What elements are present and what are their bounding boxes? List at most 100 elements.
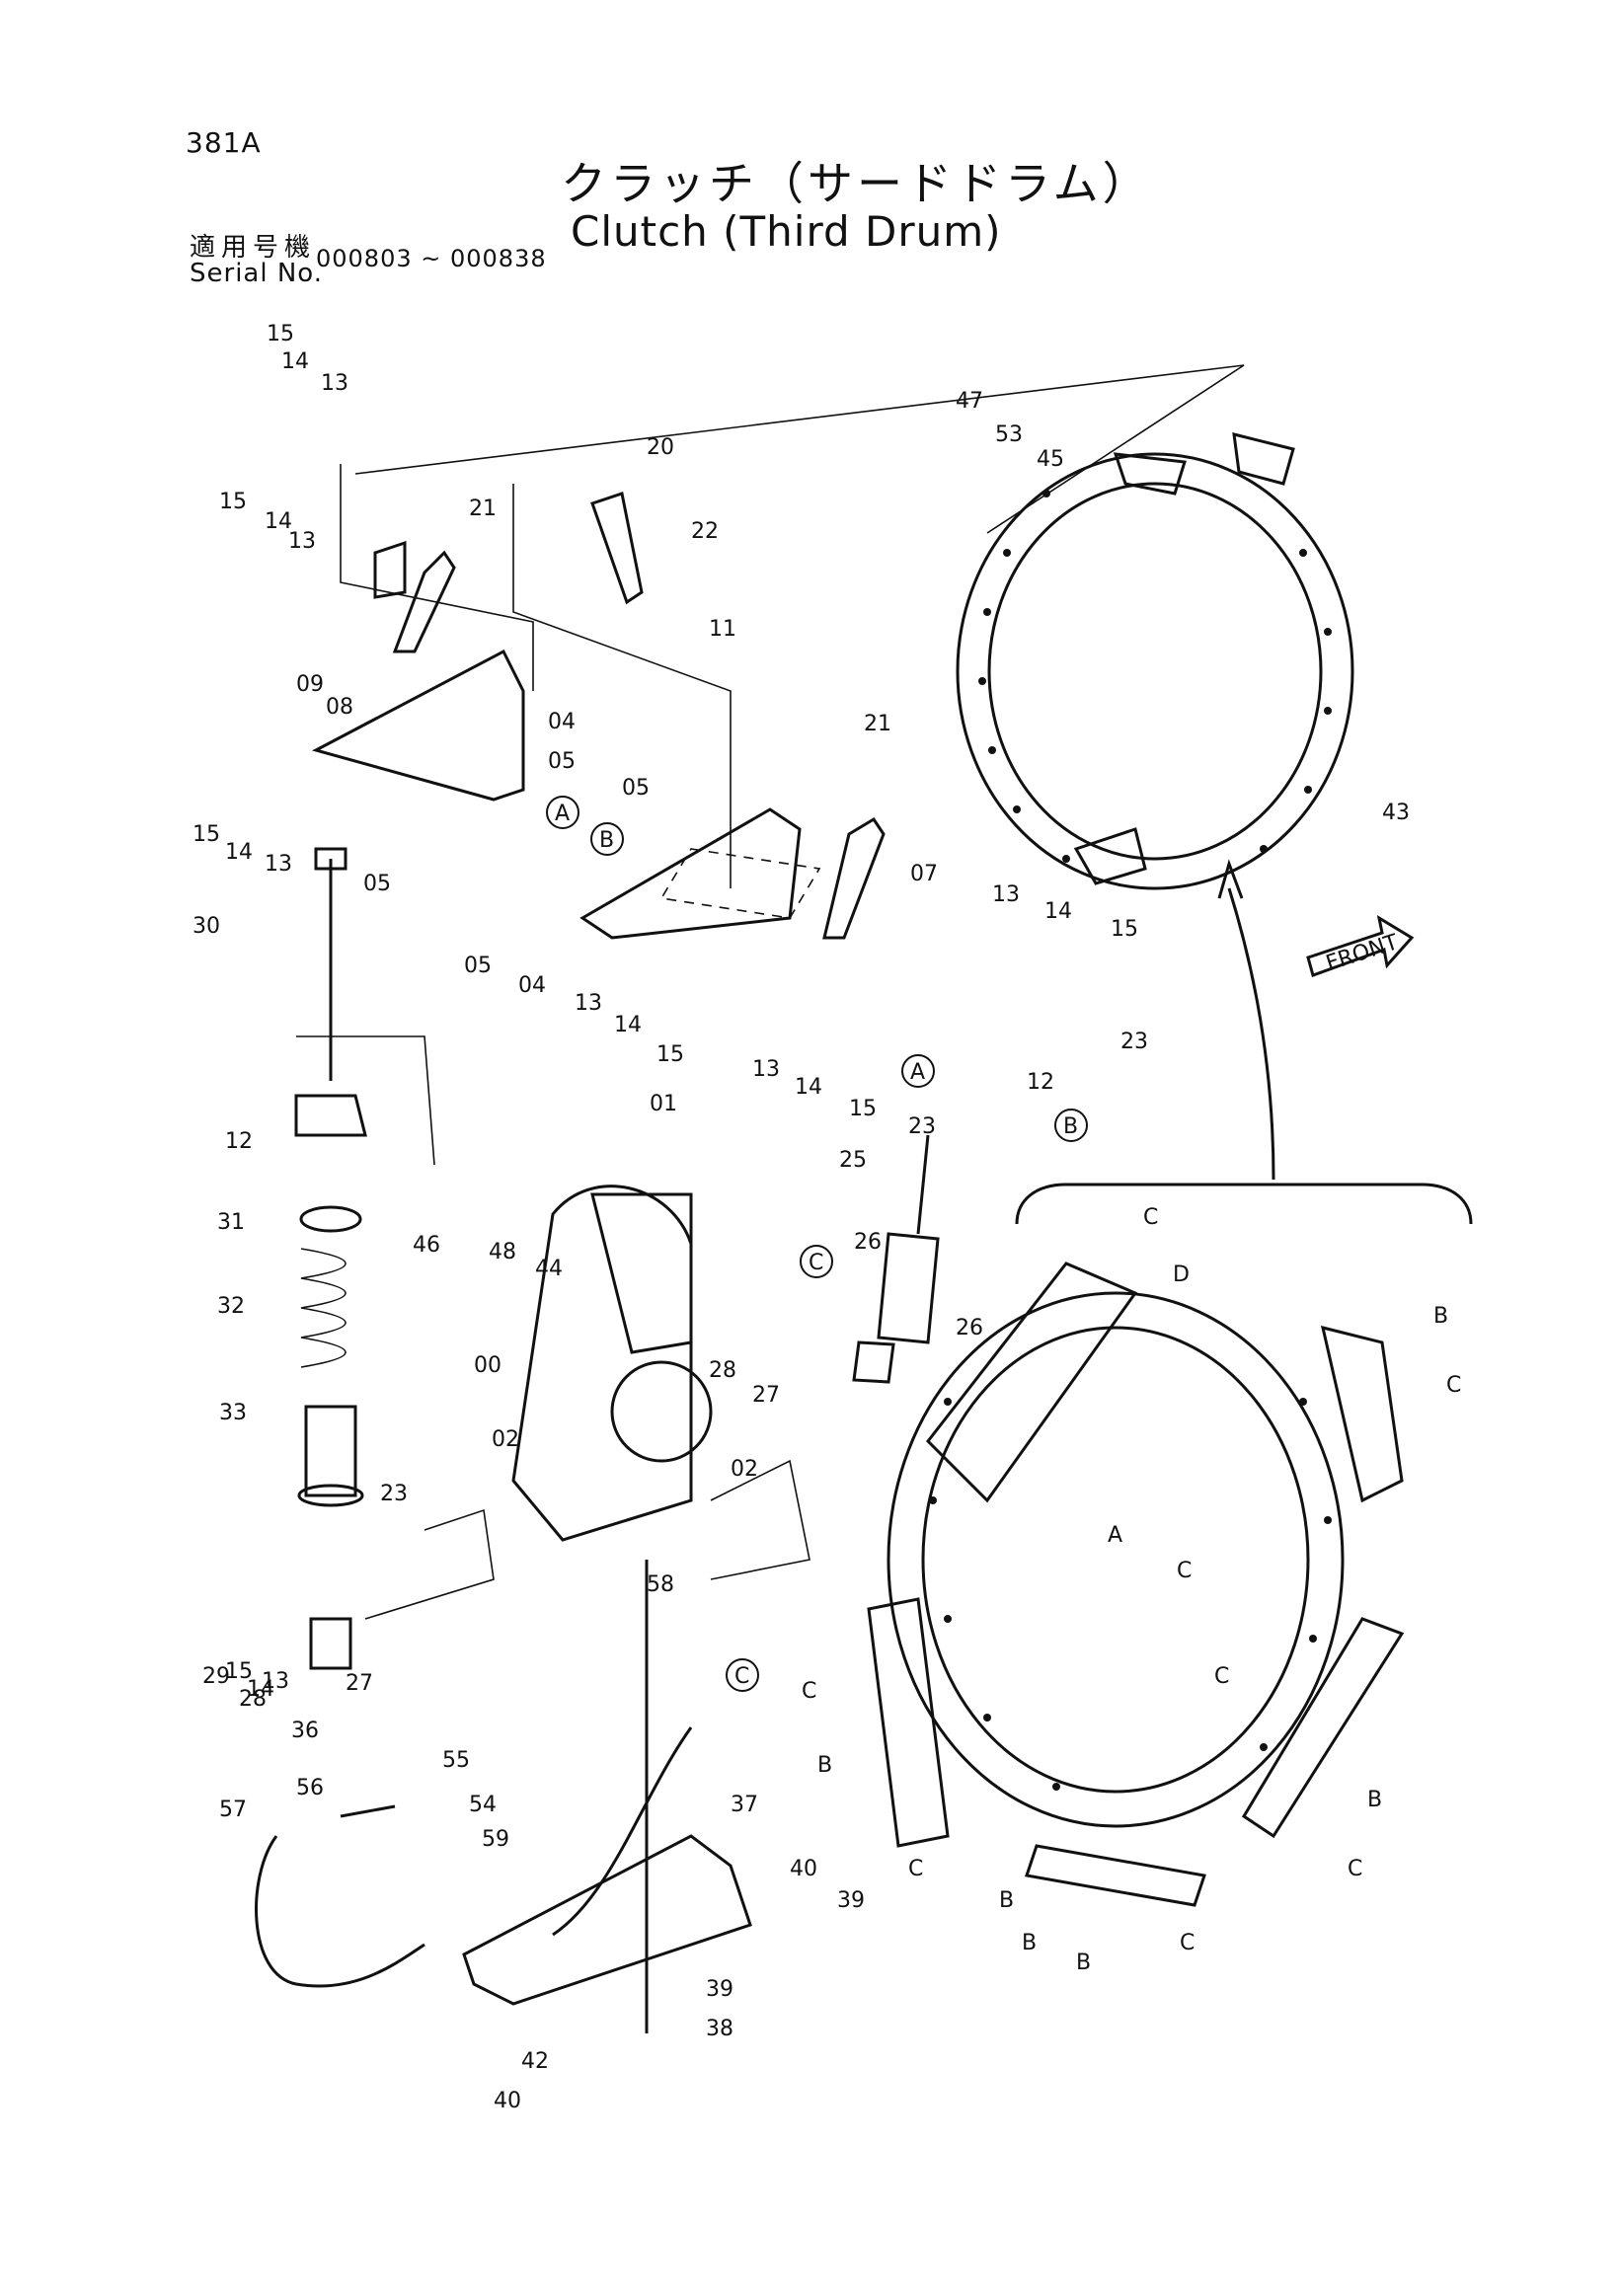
ref-label: C <box>802 1679 816 1704</box>
reference-letter-labels: A A A B B B B B B B B C C C C C C C C C … <box>546 796 1461 1975</box>
part-number: 14 <box>265 509 292 534</box>
part-number: 14 <box>225 840 253 865</box>
part-number: 15 <box>225 1659 253 1684</box>
ref-label: C <box>1446 1373 1461 1398</box>
part-number: 01 <box>650 1092 677 1116</box>
part-number: 42 <box>521 2049 549 2074</box>
part-number: 13 <box>288 529 316 554</box>
part-number: 13 <box>575 991 602 1016</box>
part-number: 12 <box>1027 1070 1054 1095</box>
ref-label: D <box>1173 1263 1190 1287</box>
front-label: FRONT <box>1323 930 1402 976</box>
part-number: 44 <box>535 1257 563 1281</box>
part-number: 15 <box>656 1042 684 1067</box>
part-number: 57 <box>219 1798 247 1822</box>
part-number: 13 <box>321 371 348 396</box>
part-number: 56 <box>296 1776 324 1800</box>
part-number: 30 <box>193 914 220 939</box>
part-number: 40 <box>494 2089 521 2113</box>
part-number-labels: 00 01 02 02 04 04 05 05 05 05 07 08 09 1… <box>193 322 1410 2113</box>
part-number: 11 <box>709 617 736 642</box>
part-number: 33 <box>219 1401 247 1425</box>
serial-range: 000803 ~ 000838 <box>316 245 547 272</box>
ref-label: B <box>1063 1114 1078 1139</box>
ref-label: B <box>1433 1304 1448 1329</box>
part-number: 29 <box>202 1664 230 1689</box>
part-number: 40 <box>790 1857 817 1881</box>
part-number: 14 <box>1044 899 1072 924</box>
brake-cylinder <box>852 1134 940 1384</box>
ref-label: A <box>555 802 570 826</box>
ref-label: C <box>1180 1931 1195 1955</box>
title-japanese: クラッチ（サードドラム） <box>561 157 1152 210</box>
part-number: 25 <box>839 1148 867 1173</box>
ref-label: C <box>734 1664 749 1689</box>
part-number: 58 <box>647 1572 674 1597</box>
part-number: 05 <box>622 776 650 801</box>
part-number: 59 <box>482 1827 509 1852</box>
part-number: 00 <box>474 1353 501 1378</box>
part-number: 15 <box>267 322 294 346</box>
reference-lines <box>296 364 1245 1620</box>
part-number: 22 <box>691 519 719 544</box>
brake-band-upper <box>956 432 1354 890</box>
part-number: 21 <box>469 497 497 521</box>
ref-label: C <box>908 1857 923 1881</box>
part-number: 12 <box>225 1129 253 1154</box>
part-number: 02 <box>492 1427 519 1452</box>
ref-label: A <box>910 1060 925 1085</box>
part-number: 37 <box>731 1793 758 1817</box>
spring-rod-assembly <box>294 847 367 1670</box>
brake-band-lower-exploded <box>867 1262 1405 1907</box>
part-number: 02 <box>731 1457 758 1482</box>
part-number: 14 <box>247 1677 274 1702</box>
part-number: 43 <box>1382 801 1410 825</box>
part-number: 48 <box>489 1240 516 1264</box>
ref-label: A <box>1108 1523 1122 1548</box>
part-number: 31 <box>217 1210 245 1235</box>
part-number: 38 <box>706 2017 733 2041</box>
part-number: 23 <box>380 1482 408 1506</box>
part-number: 09 <box>296 672 324 697</box>
part-number: 05 <box>548 749 576 774</box>
part-number: 15 <box>849 1097 877 1121</box>
page-code: 381A <box>186 126 262 159</box>
ref-label: B <box>599 828 614 853</box>
part-number: 15 <box>219 490 247 514</box>
callout-arrow <box>1217 859 1275 1181</box>
part-number: 26 <box>854 1230 882 1255</box>
front-direction-arrow: FRONT <box>1306 914 1415 977</box>
part-number: 28 <box>239 1687 267 1712</box>
ref-label: C <box>1214 1664 1229 1689</box>
pedal-hose-assembly <box>255 1560 752 2033</box>
ref-label: C <box>1143 1205 1158 1230</box>
part-number: 14 <box>281 349 309 374</box>
serial-label-japanese: 適用号機 <box>190 233 317 263</box>
part-number: 23 <box>908 1114 936 1139</box>
part-number: 13 <box>262 1669 289 1694</box>
part-number: 47 <box>956 389 983 414</box>
part-number: 54 <box>469 1793 497 1817</box>
ref-label: B <box>1022 1931 1037 1955</box>
part-number: 20 <box>647 435 674 460</box>
part-number: 28 <box>709 1358 736 1383</box>
part-number: 13 <box>752 1057 780 1082</box>
part-number: 04 <box>548 710 576 734</box>
part-number: 39 <box>837 1888 865 1913</box>
ref-label: B <box>1367 1788 1382 1812</box>
ref-label: B <box>1076 1951 1091 1975</box>
ref-label: B <box>817 1753 832 1778</box>
part-number: 23 <box>1120 1030 1148 1054</box>
ref-label: C <box>1177 1559 1192 1583</box>
part-number: 53 <box>995 422 1023 447</box>
part-number: 07 <box>910 862 938 886</box>
serial-label-english: Serial No. <box>190 259 323 288</box>
part-number: 08 <box>326 695 353 720</box>
ref-label: B <box>999 1888 1014 1913</box>
part-number: 14 <box>614 1013 642 1037</box>
detail-bracket <box>1015 1183 1473 1225</box>
part-number: 27 <box>752 1383 780 1408</box>
lever-linkage <box>311 492 886 1542</box>
part-number: 15 <box>1111 917 1138 942</box>
